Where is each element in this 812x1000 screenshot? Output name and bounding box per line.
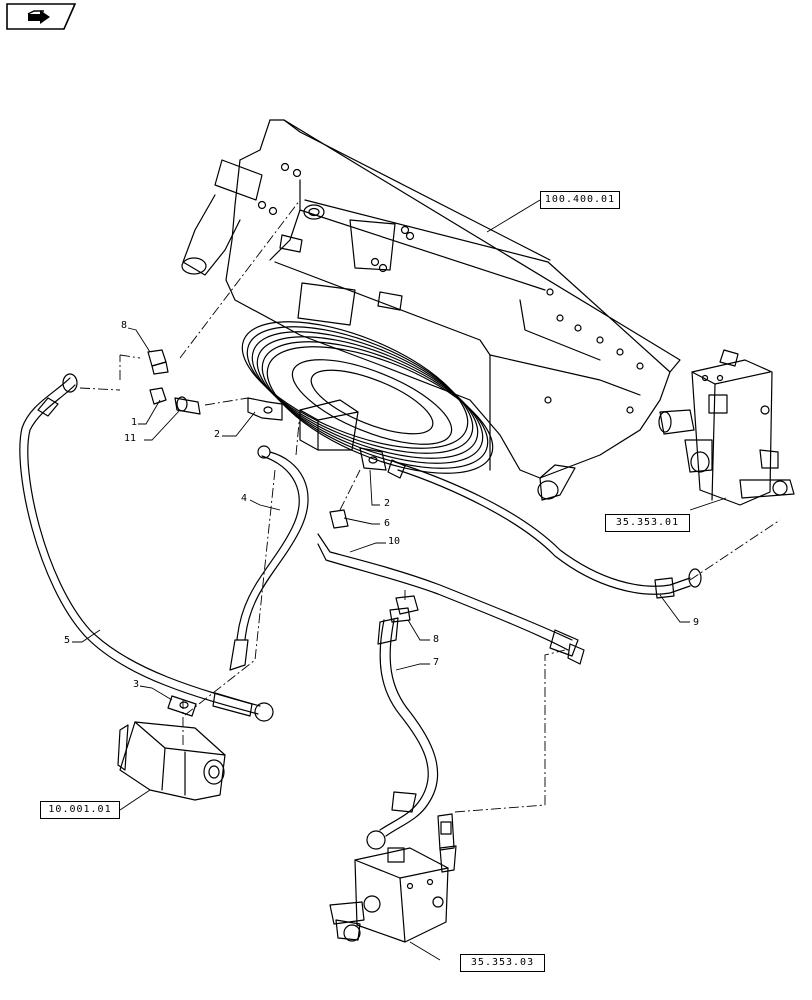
hose-4-drawing <box>229 445 309 671</box>
callout-11: 11 <box>124 433 137 444</box>
callout-1: 1 <box>131 417 138 428</box>
leader-lines <box>72 199 727 961</box>
centerlines <box>79 199 781 813</box>
callout-10: 10 <box>388 536 401 547</box>
hose-7-drawing <box>366 617 439 850</box>
lower-valve-block-drawing <box>329 813 457 943</box>
small-fittings-drawing <box>147 349 419 623</box>
hose-10-drawing <box>317 533 585 665</box>
callout-3: 3 <box>133 679 140 690</box>
cooler-housing-drawing <box>181 119 681 501</box>
callout-4: 4 <box>241 493 248 504</box>
reference-fan-cooler[interactable]: 100.400.01 <box>540 191 620 209</box>
pump-drawing <box>117 695 226 801</box>
reference-pump[interactable]: 10.001.01 <box>40 801 120 819</box>
callout-5: 5 <box>64 635 71 646</box>
hose-5-drawing <box>19 373 274 722</box>
reference-valve-block-lower[interactable]: 35.353.03 <box>460 954 545 972</box>
reference-valve-block-upper[interactable]: 35.353.01 <box>605 514 690 532</box>
callout-2-left: 2 <box>214 429 221 440</box>
callout-8-top: 8 <box>121 320 128 331</box>
callout-2-center: 2 <box>384 498 391 509</box>
page-forward-arrow-icon <box>6 3 77 30</box>
callout-6: 6 <box>384 518 391 529</box>
callout-9: 9 <box>693 617 700 628</box>
page-nav-button[interactable] <box>6 3 77 30</box>
hose-9-drawing <box>387 459 702 599</box>
callout-7: 7 <box>433 657 440 668</box>
callout-8-lower: 8 <box>433 634 440 645</box>
upper-valve-block-drawing <box>658 349 795 506</box>
